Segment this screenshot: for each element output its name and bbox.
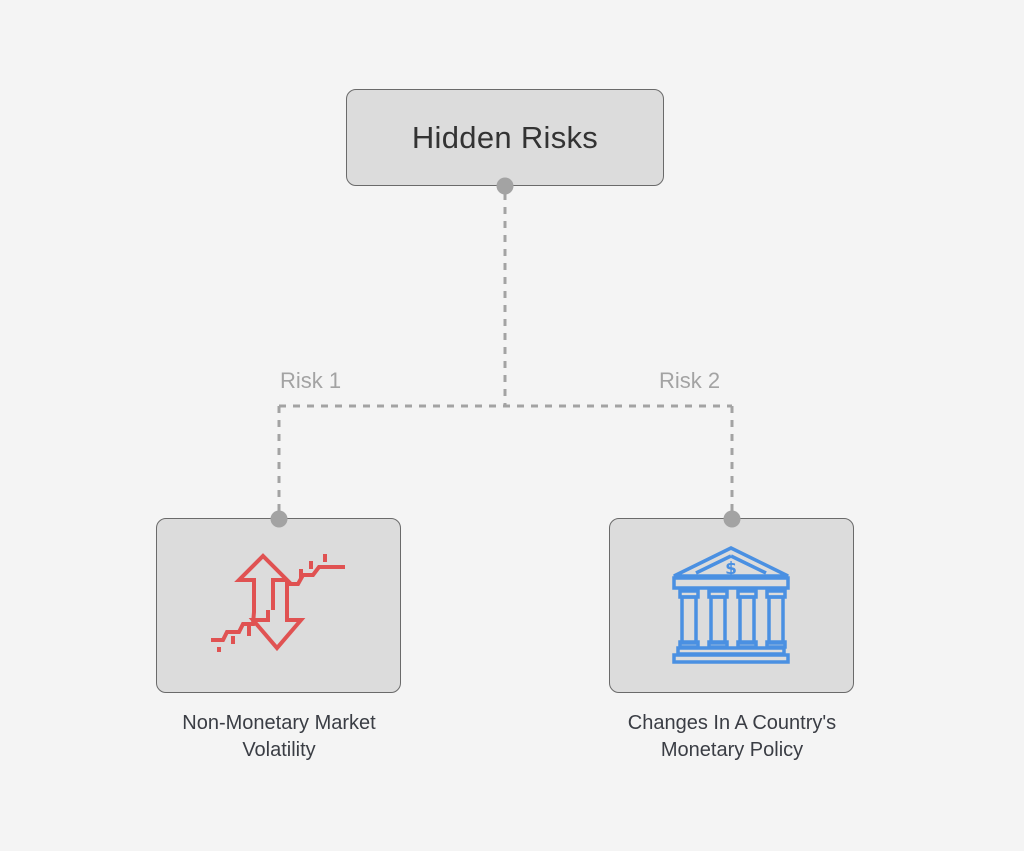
- volatility-arrows-icon: [211, 553, 345, 652]
- root-node[interactable]: Hidden Risks: [346, 89, 664, 186]
- caption-volatility: Non-Monetary Market Volatility: [129, 710, 429, 764]
- caption-monetary-policy-line1: Changes In A Country's: [627, 712, 837, 734]
- root-title: Hidden Risks: [411, 119, 599, 155]
- svg-text:$: $: [725, 559, 737, 579]
- child-node-monetary-policy[interactable]: [609, 518, 854, 693]
- bank-building-icon: $: [672, 546, 790, 664]
- caption-volatility-line2: Volatility: [242, 739, 316, 761]
- caption-volatility-line1: Non-Monetary Market: [182, 712, 376, 734]
- caption-monetary-policy-line2: Monetary Policy: [660, 739, 804, 761]
- branch-label-risk-2: Risk 2: [659, 368, 721, 393]
- caption-monetary-policy: Changes In A Country's Monetary Policy: [582, 710, 882, 764]
- branch-label-risk-1: Risk 1: [280, 368, 342, 393]
